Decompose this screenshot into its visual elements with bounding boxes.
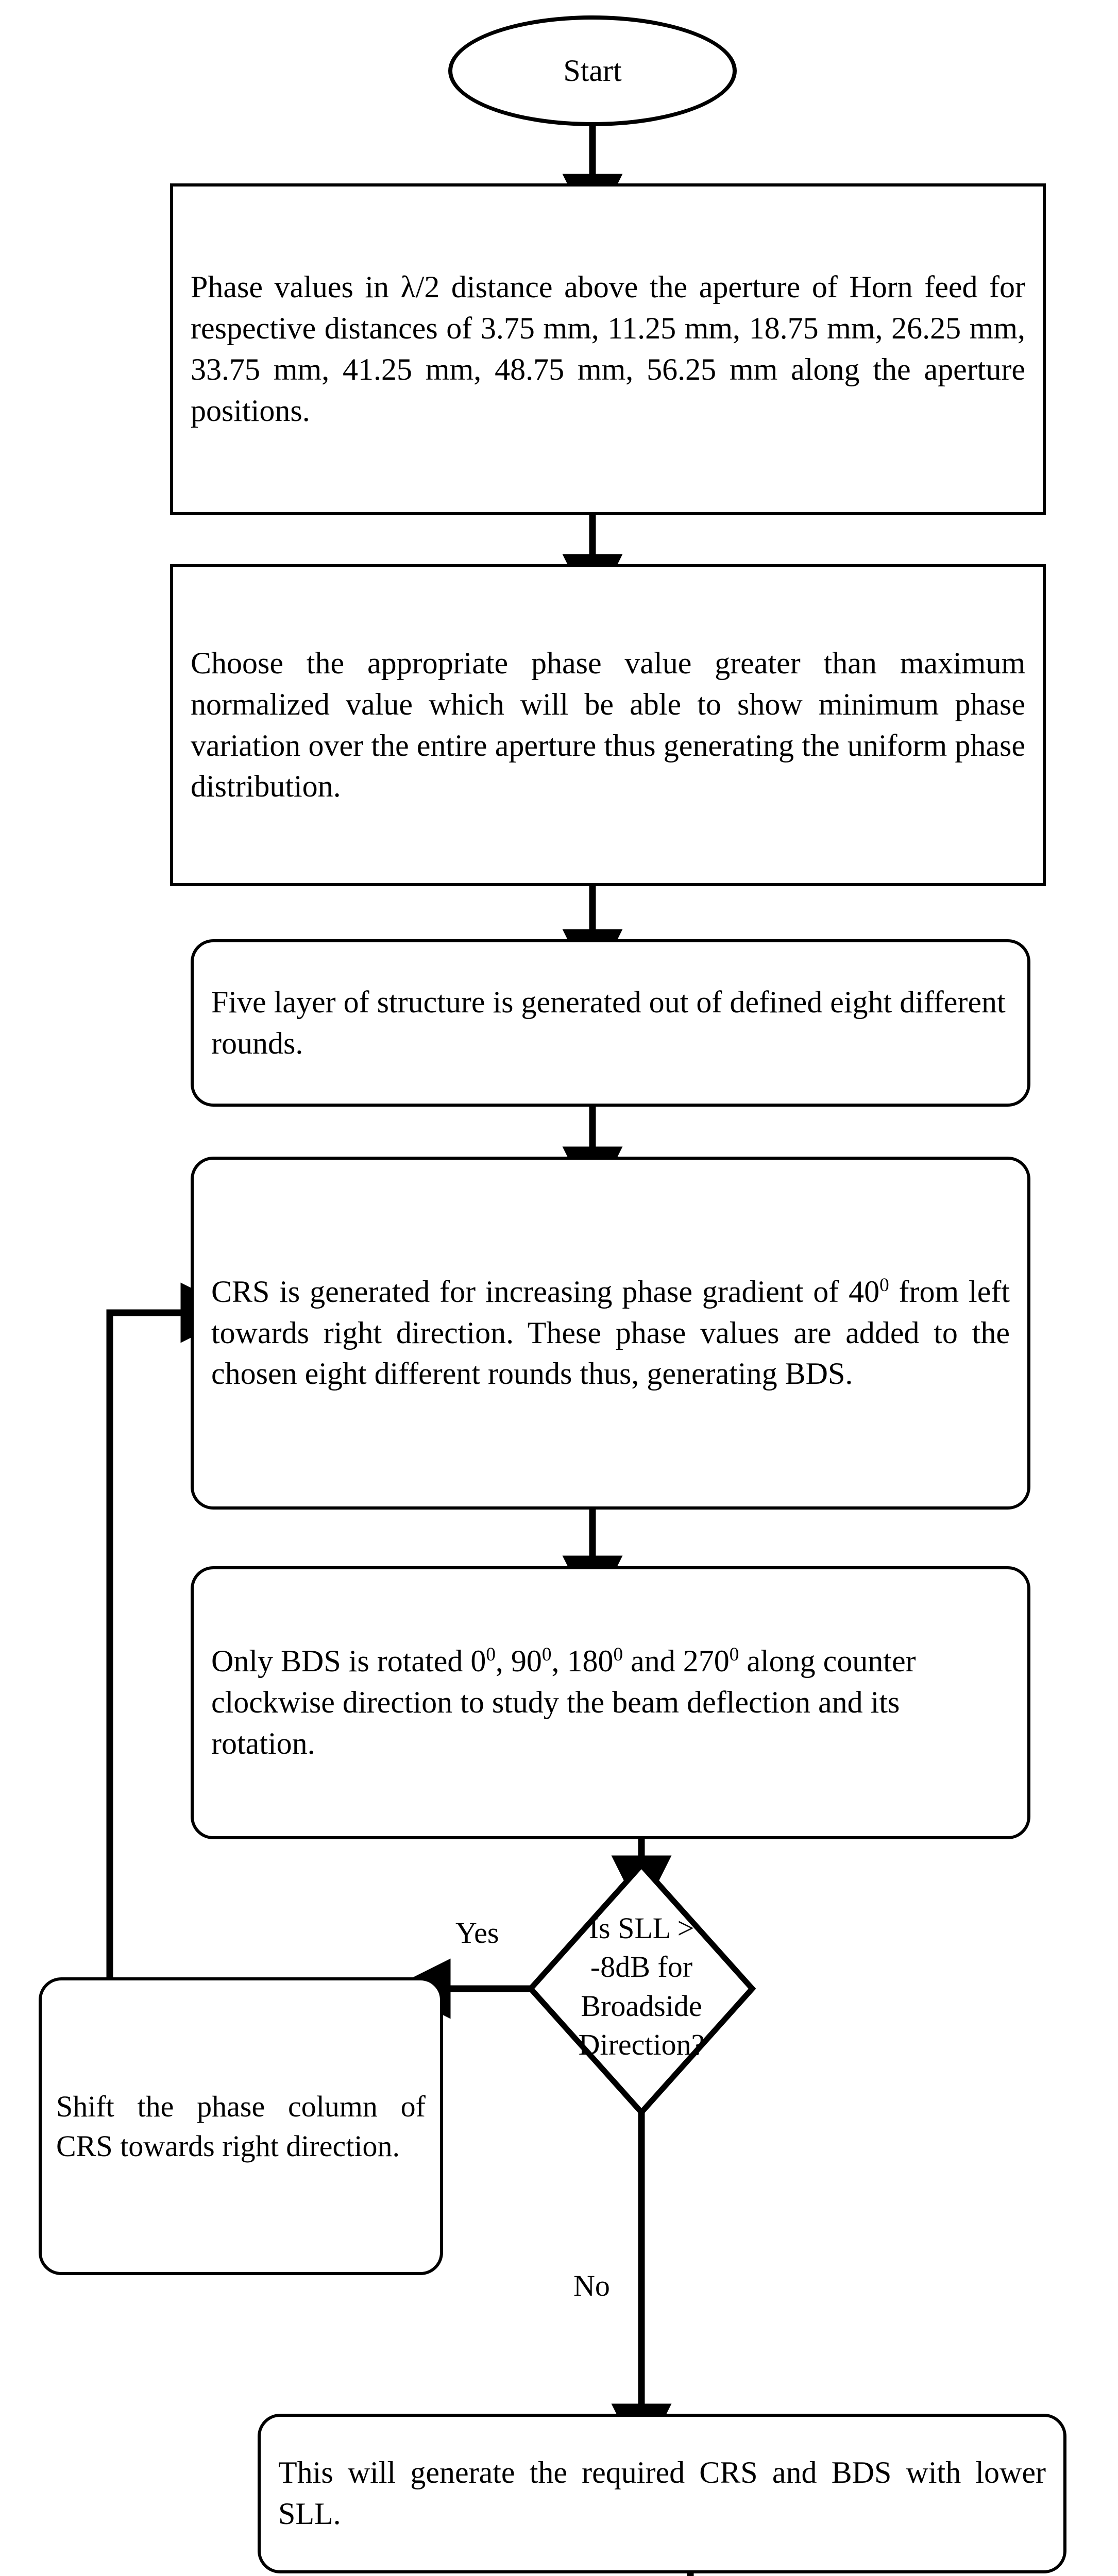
bds-angle-separator: , xyxy=(551,1644,567,1679)
node-result-text: This will generate the required CRS and … xyxy=(278,2455,1046,2531)
node-bds-rotated: Only BDS is rotated 00, 900, 1800 and 27… xyxy=(191,1566,1030,1839)
node-phase-values-text: Phase values in λ/2 distance above the a… xyxy=(191,270,1025,428)
node-result: This will generate the required CRS and … xyxy=(258,2414,1066,2573)
node-decision-text: Is SLL > -8dB for Broadside Direction? xyxy=(533,1909,750,2064)
bds-angle-degree-superscript: 0 xyxy=(613,1644,623,1666)
node-choose-phase-text: Choose the appropriate phase value great… xyxy=(191,646,1025,804)
node-five-layer: Five layer of structure is generated out… xyxy=(191,939,1030,1107)
edge-label-no: No xyxy=(573,2269,610,2302)
node-five-layer-text: Five layer of structure is generated out… xyxy=(211,985,1006,1060)
bds-angle-value: 180 xyxy=(567,1644,614,1679)
node-start-label: Start xyxy=(563,53,622,88)
decision-line-3: Broadside xyxy=(581,1989,702,2023)
crs-superscript: 0 xyxy=(879,1274,889,1296)
decision-line-1: Is SLL > xyxy=(588,1911,694,1945)
bds-angle-value: 90 xyxy=(511,1644,542,1679)
node-crs-generated: CRS is generated for increasing phase gr… xyxy=(191,1157,1030,1510)
bds-angle-value: 270 xyxy=(683,1644,730,1679)
bds-suffix: along counter clockwise direction to stu… xyxy=(211,1644,916,1760)
node-choose-phase: Choose the appropriate phase value great… xyxy=(170,564,1046,886)
node-phase-values: Phase values in λ/2 distance above the a… xyxy=(170,183,1046,515)
bds-angle-degree-superscript: 0 xyxy=(729,1644,739,1666)
bds-angle-degree-superscript: 0 xyxy=(541,1644,552,1666)
node-bds-rotated-text: Only BDS is rotated 00, 900, 1800 and 27… xyxy=(194,1641,1027,1764)
decision-line-4: Direction? xyxy=(578,2028,705,2062)
edge-shift-to-crs-feedback xyxy=(106,1282,241,1977)
bds-angle-list: 00, 900, 1800 and 2700 xyxy=(470,1644,739,1678)
bds-angle-value: 0 xyxy=(470,1644,486,1679)
edge-label-yes: Yes xyxy=(455,1916,499,1950)
bds-angle-separator: and xyxy=(623,1644,683,1679)
node-start: Start xyxy=(448,15,737,126)
bds-angle-separator: , xyxy=(495,1644,511,1679)
bds-prefix: Only BDS is rotated xyxy=(211,1644,471,1679)
node-shift-phase-text: Shift the phase column of CRS towards ri… xyxy=(56,2089,426,2163)
node-crs-generated-text: CRS is generated for increasing phase gr… xyxy=(194,1272,1027,1395)
bds-angle-degree-superscript: 0 xyxy=(486,1644,496,1666)
node-shift-phase: Shift the phase column of CRS towards ri… xyxy=(39,1977,443,2275)
decision-line-2: -8dB for xyxy=(590,1950,693,1984)
crs-text-part1: CRS is generated for increasing phase gr… xyxy=(211,1274,880,1309)
crs-text-part2: from left towards right direction. These… xyxy=(211,1274,1010,1391)
